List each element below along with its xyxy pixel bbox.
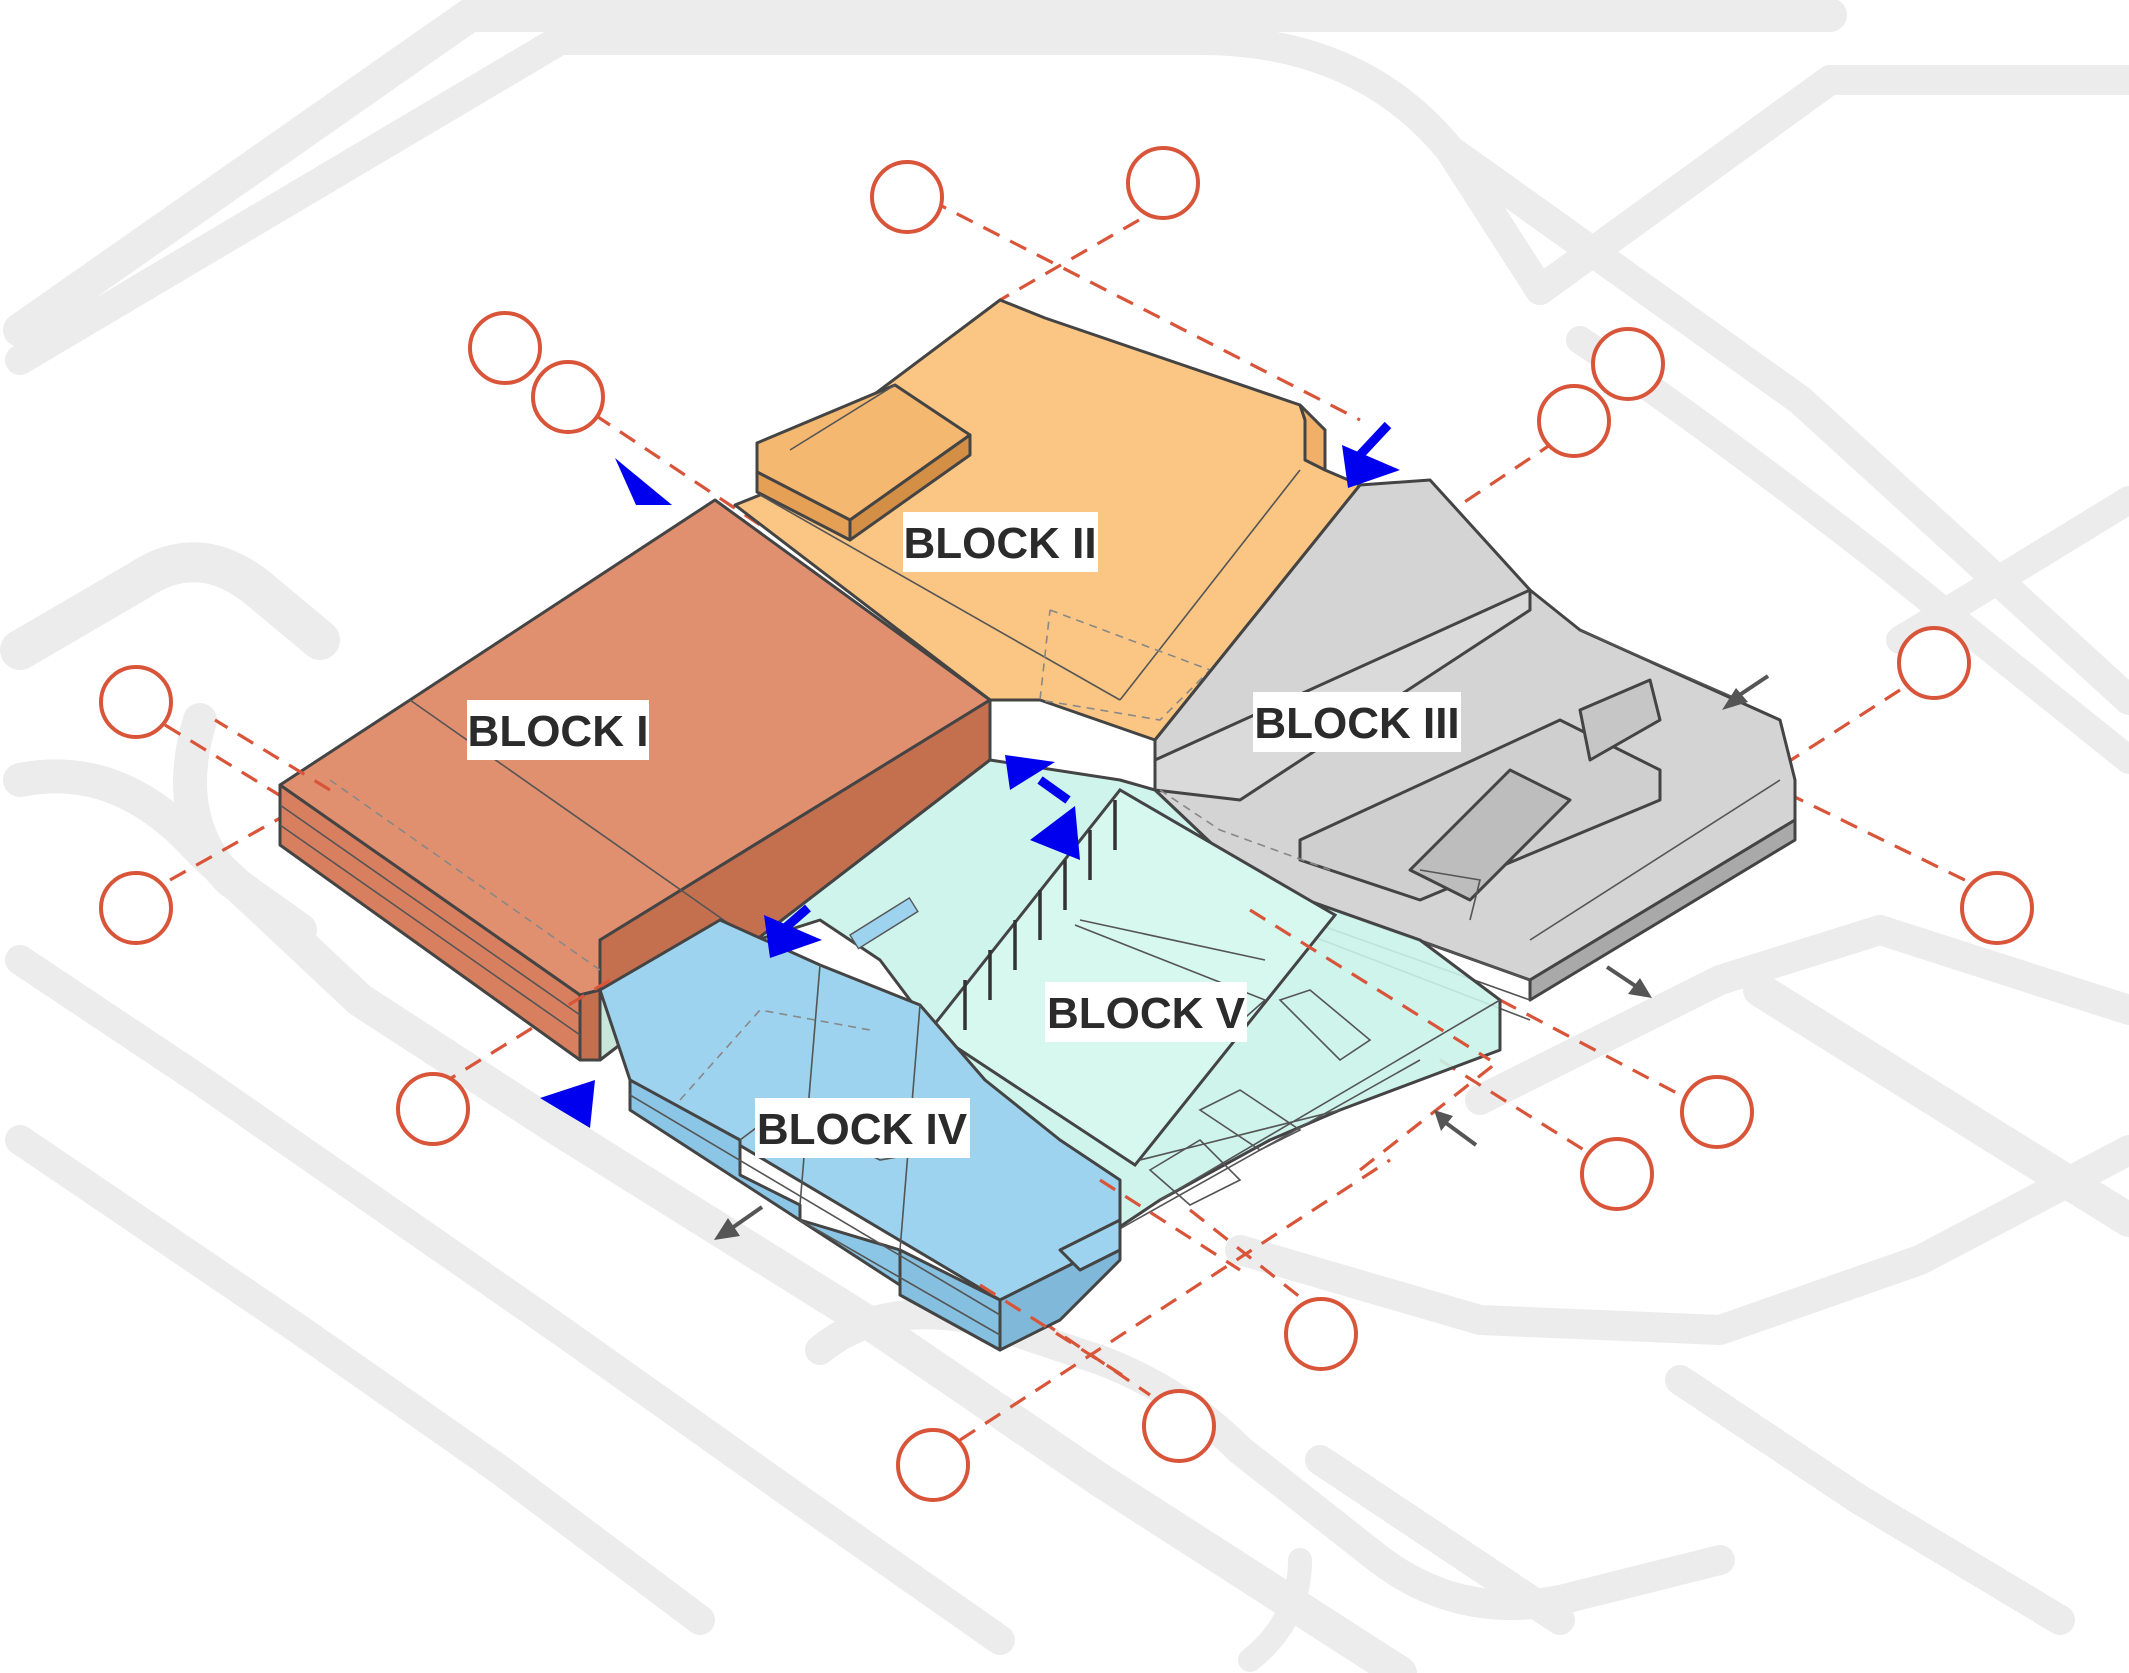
- grid-axis-bubble: [1537, 384, 1611, 458]
- block-ii-roof-line: [1119, 469, 1301, 701]
- block-ii-hidden-line: [1039, 609, 1212, 721]
- block-iii-roof-line: [1579, 629, 1741, 701]
- entry-arrow-icon: [540, 1080, 595, 1128]
- block-ii-roof-line: [789, 384, 896, 451]
- grid-axis-bubble: [1580, 1137, 1654, 1211]
- block-ii-core-front: [848, 433, 972, 542]
- grid-axis-bubble: [870, 160, 944, 234]
- entry-arrow-icon: [764, 904, 822, 958]
- block-iv-floor-line: [799, 1219, 1001, 1336]
- block-iii-court-void: [1408, 768, 1572, 902]
- service-arrow-icon: [1722, 674, 1770, 710]
- grid-axis-line: [1439, 1058, 1601, 1162]
- grid-axis-line: [1499, 998, 1691, 1102]
- block-iii-stair: [1419, 869, 1481, 921]
- grid-axis-line: [559, 978, 611, 1012]
- block-i-label-text: BLOCK I: [468, 707, 649, 756]
- block-iv-label-text: BLOCK IV: [757, 1105, 968, 1154]
- block-v-ramp: [1079, 919, 1266, 961]
- block-v-label-text: BLOCK V: [1047, 989, 1246, 1038]
- grid-axis-bubble: [1897, 626, 1971, 700]
- grid-axis-line: [929, 198, 1361, 422]
- grid-axis-line: [1189, 1208, 1311, 1307]
- block-v-edge-line: [1159, 999, 1501, 1201]
- block-iv-connector: [1058, 1218, 1122, 1272]
- entry-arrow-icon: [1030, 806, 1080, 860]
- block-i-floor-line: [279, 824, 581, 1036]
- block-iii-side: [1528, 818, 1797, 1002]
- entry-arrow-icon: [1342, 421, 1400, 488]
- block-v-label: BLOCK V: [1045, 982, 1247, 1042]
- block-v-bridge: [849, 896, 919, 950]
- grid-axis-bubble: [1960, 871, 2034, 945]
- grid-axis-line: [999, 203, 1166, 302]
- block-ii-label-text: BLOCK II: [903, 519, 1096, 568]
- block-iv-label: BLOCK IV: [755, 1098, 970, 1158]
- grid-axis-line: [959, 1158, 1391, 1442]
- grid-axis-bubble: [1591, 327, 1665, 401]
- block-i-label: BLOCK I: [467, 700, 649, 760]
- service-arrow-icon: [714, 1205, 764, 1240]
- block-labels: BLOCK II BLOCK I BLOCK III BLOCK V BLOCK…: [467, 512, 1461, 1158]
- block-i-roof-line: [409, 699, 746, 936]
- main-entry-arrows: [540, 421, 1400, 1128]
- block-iii-label-text: BLOCK III: [1254, 699, 1459, 748]
- block-v-inner-volume: [1148, 1138, 1242, 1206]
- service-arrow-icon: [1434, 1110, 1478, 1147]
- grid-axis-bubble: [1284, 1297, 1358, 1371]
- block-iii-label: BLOCK III: [1253, 692, 1461, 752]
- service-arrow-icon: [1605, 965, 1652, 998]
- block-iii-skylight: [1578, 678, 1662, 762]
- grid-axis-bubble: [396, 1072, 470, 1146]
- block-v-edge-line: [1139, 1109, 1341, 1161]
- entry-arrow-icon: [615, 458, 672, 505]
- grid-axis-bubble: [99, 665, 173, 739]
- block-v-columns: [963, 800, 1117, 1030]
- grid-axis-bubble: [896, 1428, 970, 1502]
- grid-axis-bubble: [1142, 1389, 1216, 1463]
- block-iii-hidden-line: [1159, 789, 1331, 871]
- grid-axis-bubble: [531, 360, 605, 434]
- grid-axis-bubbles: [99, 146, 2034, 1502]
- entry-arrow-icon: [1005, 755, 1071, 804]
- grid-axis-bubble: [468, 311, 542, 385]
- block-iv-roof-line: [799, 964, 821, 1206]
- block-i-floor-line: [279, 804, 581, 1016]
- grid-axis-line: [594, 413, 761, 527]
- block-v-atrium: [927, 788, 1338, 1168]
- structural-grid-axes-front: [214, 718, 1501, 1382]
- service-arrows: [714, 674, 1770, 1240]
- block-ii-roof-line: [759, 494, 1121, 701]
- grid-axis-bubble: [1680, 1075, 1754, 1149]
- block-v-inner-volume: [1278, 989, 1372, 1062]
- block-ii-label: BLOCK II: [903, 512, 1098, 572]
- block-iii-roof-line: [1529, 779, 1781, 941]
- block-v-inner-volume: [1198, 1089, 1302, 1151]
- block-iv-floor-line: [629, 1094, 1001, 1316]
- grid-axis-line: [1249, 908, 1491, 1062]
- grid-axis-bubble: [1126, 146, 1200, 220]
- grid-axis-line: [214, 718, 331, 792]
- block-ii-side: [1298, 403, 1327, 472]
- grid-axis-bubble: [99, 871, 173, 945]
